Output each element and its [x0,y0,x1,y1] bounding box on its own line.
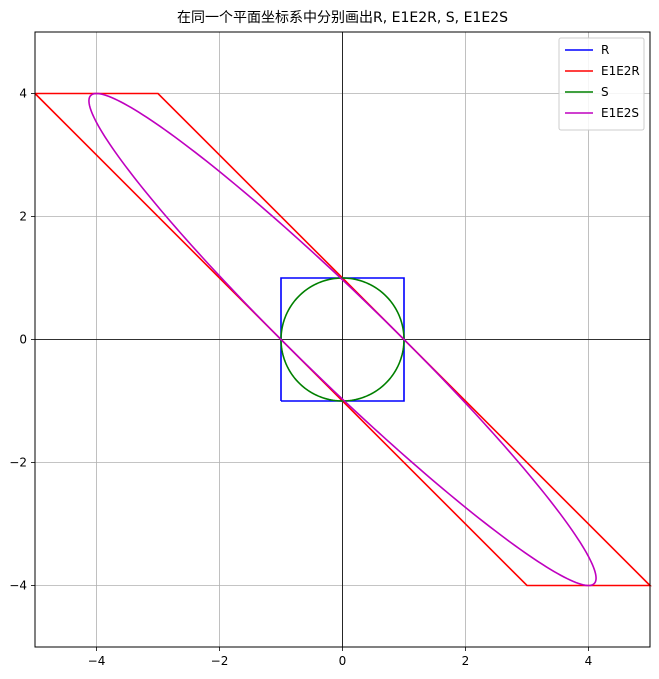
legend-label-r: R [601,43,609,57]
y-tick-label: 2 [19,210,27,224]
x-tick-label: 4 [585,654,593,668]
legend-label-e1e2r: E1E2R [601,64,640,78]
legend-box [558,37,645,131]
zero-axes [35,32,650,647]
y-tick-label: −2 [9,456,27,470]
chart-title: 在同一个平面坐标系中分别画出R, E1E2R, S, E1E2S [177,10,508,26]
x-tick-label: −2 [211,654,229,668]
x-tick-label: 0 [339,654,347,668]
legend: R E1E2R S E1E2S [558,37,645,131]
ticks: −4 −2 0 2 4 −4 −2 0 2 4 [9,87,592,669]
y-tick-label: 4 [19,87,27,101]
legend-label-e1e2s: E1E2S [601,106,639,120]
legend-label-s: S [601,85,609,99]
y-tick-label: 0 [19,333,27,347]
y-tick-label: −4 [9,579,27,593]
x-tick-label: −4 [88,654,106,668]
series-r [280,277,405,402]
x-tick-label: 2 [462,654,470,668]
series-e1e2s-line [88,92,597,587]
series-r-line [280,277,405,402]
series-e1e2s [88,92,597,587]
